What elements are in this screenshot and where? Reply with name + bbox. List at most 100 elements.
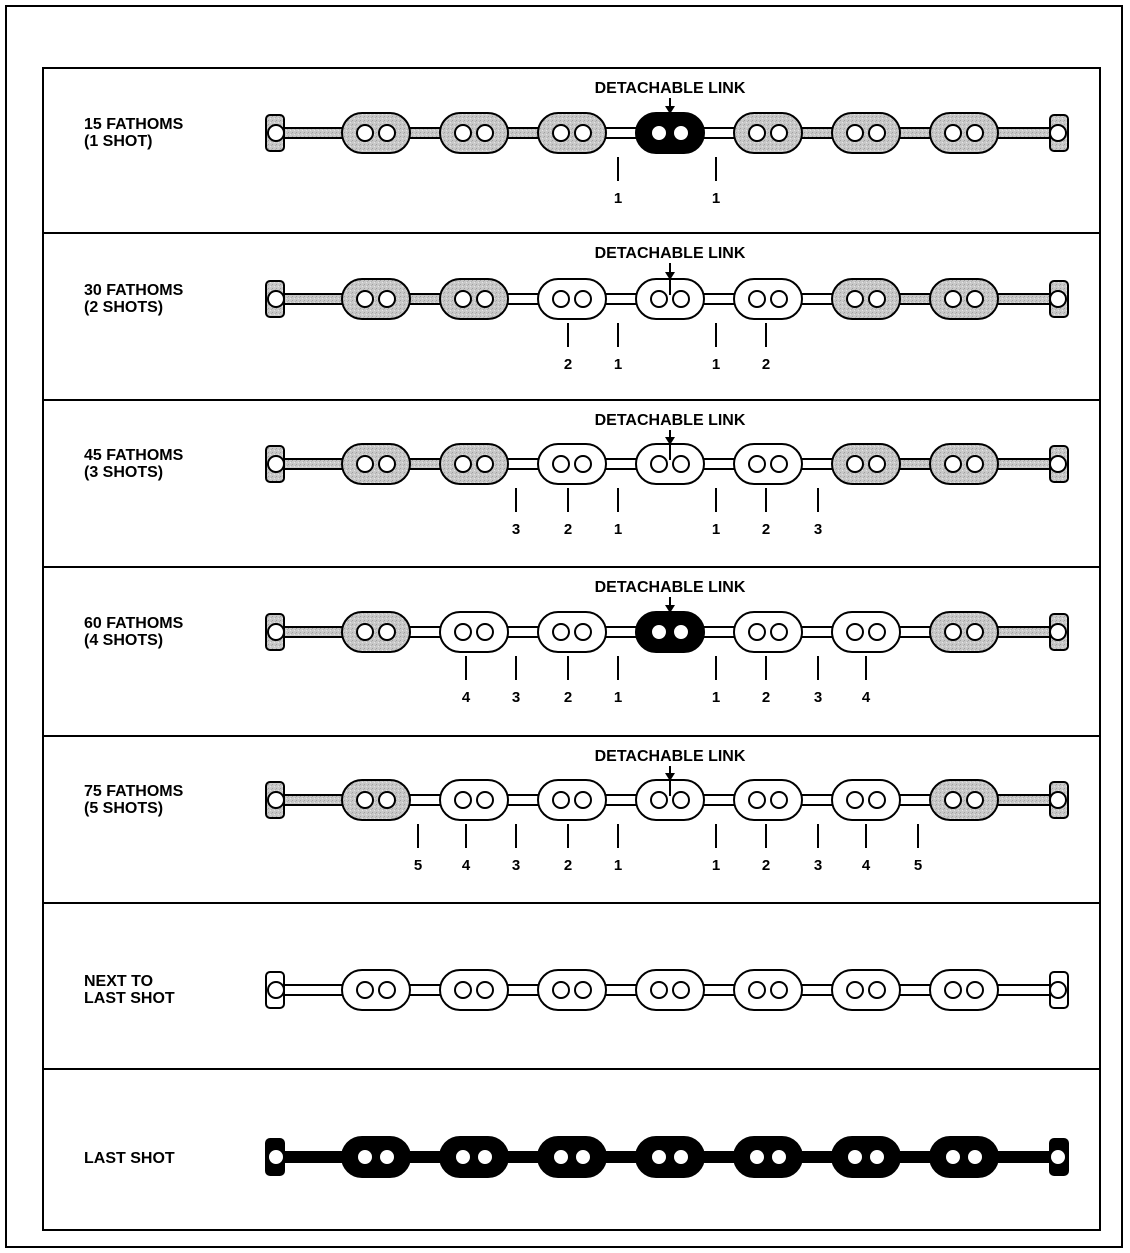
- link-hole: [966, 1148, 984, 1166]
- link-hole: [868, 1148, 886, 1166]
- row-label-line: 60 FATHOMS: [84, 615, 184, 632]
- row-label-line: LAST SHOT: [84, 990, 175, 1007]
- link-hole: [1049, 981, 1067, 999]
- shot-number: 1: [712, 190, 720, 207]
- chain-link: [733, 611, 803, 653]
- detachable-link-caption: DETACHABLE LINK: [595, 80, 746, 97]
- link-hole: [267, 981, 285, 999]
- link-hole: [748, 623, 766, 641]
- chain-link: [831, 611, 901, 653]
- link-hole: [378, 455, 396, 473]
- shot-number: 2: [762, 521, 770, 538]
- chain-link: [439, 1136, 509, 1178]
- link-hole: [868, 290, 886, 308]
- link-hole: [267, 623, 285, 641]
- chain-link: [929, 611, 999, 653]
- row-label-line: 30 FATHOMS: [84, 282, 184, 299]
- link-hole: [944, 791, 962, 809]
- link-hole: [476, 124, 494, 142]
- link-hole: [966, 623, 984, 641]
- link-hole: [846, 791, 864, 809]
- row-label-line: 75 FATHOMS: [84, 783, 184, 800]
- shot-number: 3: [512, 689, 520, 706]
- detachable-link-caption: DETACHABLE LINK: [595, 245, 746, 262]
- link-hole: [454, 455, 472, 473]
- row-label-line: (1 SHOT): [84, 133, 152, 150]
- shot-number: 2: [762, 857, 770, 874]
- link-hole: [454, 623, 472, 641]
- chain-link: [439, 112, 509, 154]
- chain-link: [439, 611, 509, 653]
- arrowhead-icon: [665, 437, 675, 445]
- row-label-line: (3 SHOTS): [84, 464, 163, 481]
- row-label-line: LAST SHOT: [84, 1150, 175, 1167]
- link-hole: [1049, 623, 1067, 641]
- link-hole: [944, 455, 962, 473]
- link-hole: [454, 1148, 472, 1166]
- link-hole: [966, 455, 984, 473]
- shot-number: 2: [762, 356, 770, 373]
- chain-link: [341, 969, 411, 1011]
- chain-link: [929, 112, 999, 154]
- row-label-line: 45 FATHOMS: [84, 447, 184, 464]
- link-hole: [748, 981, 766, 999]
- link-hole: [966, 124, 984, 142]
- link-hole: [454, 290, 472, 308]
- shot-number: 4: [462, 689, 471, 706]
- link-hole: [476, 455, 494, 473]
- shot-number: 1: [712, 857, 720, 874]
- chain-link: [733, 969, 803, 1011]
- chain-link: [635, 611, 705, 653]
- link-hole: [1049, 455, 1067, 473]
- chain-link: [439, 779, 509, 821]
- figure-frame: [5, 5, 1123, 1248]
- shot-number: 3: [512, 857, 520, 874]
- link-hole: [672, 981, 690, 999]
- arrowhead-icon: [665, 106, 675, 114]
- link-hole: [748, 455, 766, 473]
- arrowhead-icon: [665, 272, 675, 280]
- chain-link: [537, 969, 607, 1011]
- link-hole: [868, 455, 886, 473]
- link-hole: [476, 981, 494, 999]
- chain-link: [733, 443, 803, 485]
- link-hole: [1049, 124, 1067, 142]
- link-hole: [846, 981, 864, 999]
- chain-link: [831, 443, 901, 485]
- chain-link: [831, 1136, 901, 1178]
- link-hole: [868, 981, 886, 999]
- chain-link: [537, 278, 607, 320]
- chain-link: [929, 969, 999, 1011]
- chain-link: [929, 278, 999, 320]
- link-hole: [476, 290, 494, 308]
- link-hole: [356, 124, 374, 142]
- link-hole: [672, 1148, 690, 1166]
- link-hole: [672, 124, 690, 142]
- link-hole: [454, 124, 472, 142]
- shot-number: 5: [914, 857, 922, 874]
- link-hole: [378, 1148, 396, 1166]
- link-hole: [476, 791, 494, 809]
- chain-link: [635, 112, 705, 154]
- row-label-line: (5 SHOTS): [84, 800, 163, 817]
- link-hole: [748, 290, 766, 308]
- link-hole: [378, 981, 396, 999]
- link-hole: [770, 981, 788, 999]
- link-hole: [672, 455, 690, 473]
- link-hole: [650, 455, 668, 473]
- row-label: 15 FATHOMS(1 SHOT): [84, 116, 184, 150]
- shot-number: 4: [862, 689, 871, 706]
- shot-number: 3: [512, 521, 520, 538]
- link-hole: [454, 791, 472, 809]
- link-hole: [267, 455, 285, 473]
- shot-number: 1: [614, 190, 622, 207]
- row-label: LAST SHOT: [84, 1150, 175, 1167]
- shot-number: 2: [564, 356, 572, 373]
- chain-link: [733, 112, 803, 154]
- shot-number: 3: [814, 521, 822, 538]
- detachable-link-caption: DETACHABLE LINK: [595, 412, 746, 429]
- link-hole: [552, 290, 570, 308]
- detachable-link-caption: DETACHABLE LINK: [595, 579, 746, 596]
